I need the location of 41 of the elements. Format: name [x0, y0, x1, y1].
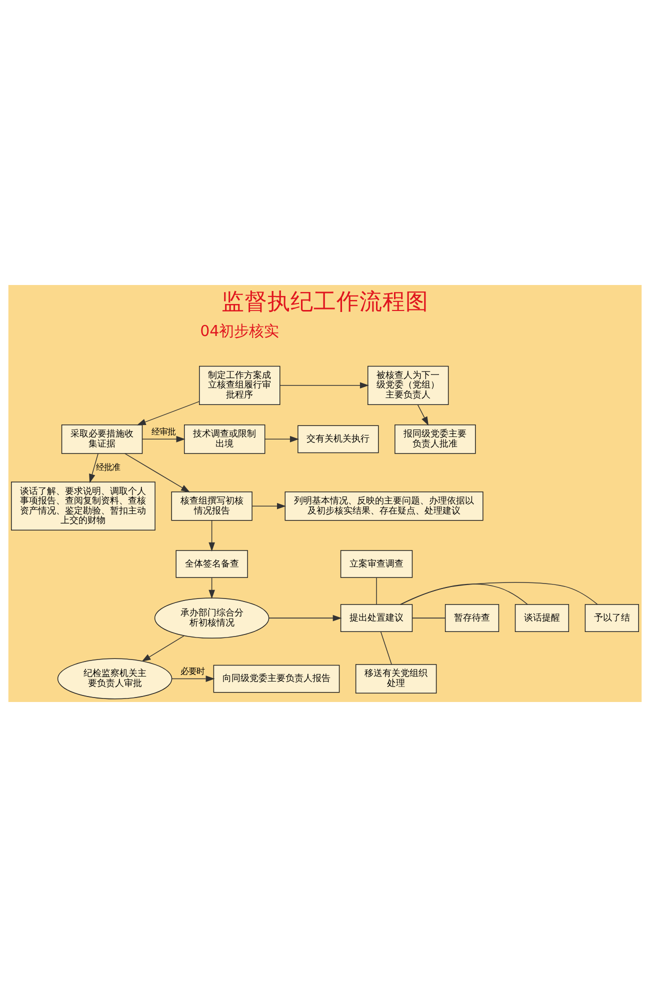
- connector: [400, 582, 598, 605]
- node-box: 暂存待查: [444, 604, 500, 632]
- node-box: 立案审查调查: [340, 550, 413, 578]
- diagram-title: 监督执纪工作流程图: [222, 289, 428, 316]
- arrow: [417, 404, 429, 426]
- arrow: [280, 382, 369, 389]
- node-box: 全体签名备查: [176, 550, 248, 578]
- node-box: 予以了结: [584, 604, 639, 632]
- node-box: 报同级党委主要负责人批准: [394, 424, 476, 454]
- arrow: [208, 577, 215, 599]
- node-ellipse: 承办部门综合分析初核情况: [154, 598, 270, 639]
- arrow: [89, 453, 98, 484]
- node-box: 移送有关党组织处理: [355, 664, 437, 694]
- edge-label: 必要时: [180, 666, 205, 676]
- connector: [376, 577, 377, 605]
- node-box: 谈话了解、要求说明、调取个人事项报告、查阅复制资料、查核资产情况、鉴定勘验、暂扣主动上交的财物: [11, 482, 156, 531]
- node-box: 采取必要措施收集证据: [61, 424, 143, 454]
- node-box: 技术调查或限制出境: [184, 424, 266, 454]
- node-box: 被核查人为下一级党委（党组）主要负责人: [368, 366, 449, 405]
- node-box: 提出处置建议: [340, 604, 413, 632]
- node-box: 列明基本情况、反映的主要问题、办理依据以及初步核实结果、存在疑点、处理建议: [284, 491, 484, 521]
- node-box: 核查组撰写初核情况报告: [171, 491, 252, 521]
- arrow: [264, 436, 299, 442]
- arrow: [142, 436, 186, 442]
- arrow: [136, 401, 200, 426]
- node-box: 制定工作方案成立核查组履行审批程序: [199, 366, 280, 405]
- edge-label: 经审批: [151, 426, 176, 437]
- node-box: 交有关机关执行: [298, 425, 379, 454]
- node-box: 谈话提醒: [514, 604, 570, 632]
- arrow: [208, 520, 215, 552]
- arrow: [252, 502, 286, 510]
- node-ellipse: 纪检监察机关主要负责人审批: [57, 658, 172, 700]
- label: 04初步核实: [200, 322, 280, 340]
- edge-label: 经批准: [96, 462, 120, 472]
- arrow: [124, 453, 190, 492]
- arrow: [268, 614, 342, 622]
- node-box: 向同级党委主要负责人报告: [213, 664, 340, 693]
- arrow: [142, 635, 184, 662]
- arrow: [171, 676, 215, 682]
- connector: [380, 631, 392, 665]
- connector: [400, 584, 528, 605]
